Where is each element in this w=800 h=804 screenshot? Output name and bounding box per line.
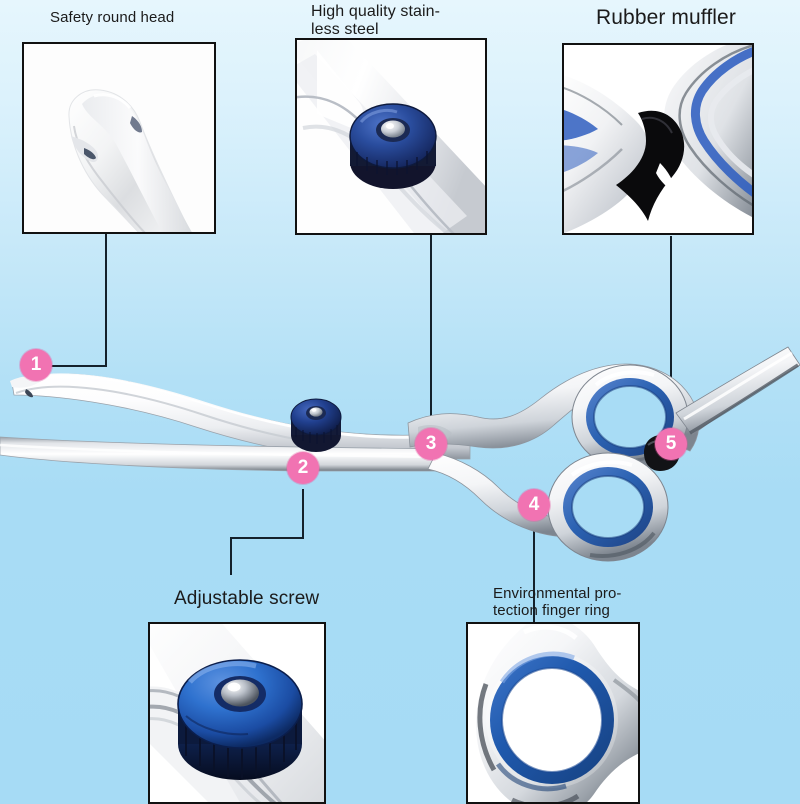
- leader-line-2-vertical: [302, 489, 304, 539]
- photo-safety-round-head: [24, 44, 214, 232]
- label-high-quality-stainless-steel: High quality stain- less steel: [311, 3, 441, 38]
- photo-finger-ring: [468, 624, 638, 802]
- leader-line-2-horizontal: [230, 537, 304, 539]
- badge-1[interactable]: 1: [20, 349, 52, 381]
- label-rubber-muffler: Rubber muffler: [596, 6, 736, 29]
- label-safety-round-head: Safety round head: [50, 9, 175, 26]
- leader-line-1-vertical: [105, 234, 107, 367]
- leader-line-1-horizontal: [46, 365, 107, 367]
- callout-safety-round-head[interactable]: [22, 42, 216, 234]
- photo-adjustable-screw: [150, 624, 324, 802]
- callout-finger-ring[interactable]: [466, 622, 640, 804]
- badge-4[interactable]: 4: [518, 489, 550, 521]
- photo-rubber-muffler: [564, 45, 752, 233]
- photo-stainless-steel: [297, 40, 485, 233]
- badge-2[interactable]: 2: [287, 452, 319, 484]
- product-scissors-image: [0, 295, 800, 595]
- label-environmental-finger-ring: Environmental pro- tection finger ring: [493, 585, 622, 619]
- callout-stainless-steel[interactable]: [295, 38, 487, 235]
- leader-line-5-vertical: [670, 236, 672, 450]
- leader-line-4-vertical: [533, 520, 535, 625]
- badge-5[interactable]: 5: [655, 428, 687, 460]
- badge-3[interactable]: 3: [415, 428, 447, 460]
- leader-line-2-drop: [230, 537, 232, 575]
- leader-line-3-vertical: [430, 235, 432, 450]
- label-adjustable-screw: Adjustable screw: [174, 588, 320, 609]
- callout-adjustable-screw[interactable]: [148, 622, 326, 804]
- callout-rubber-muffler[interactable]: [562, 43, 754, 235]
